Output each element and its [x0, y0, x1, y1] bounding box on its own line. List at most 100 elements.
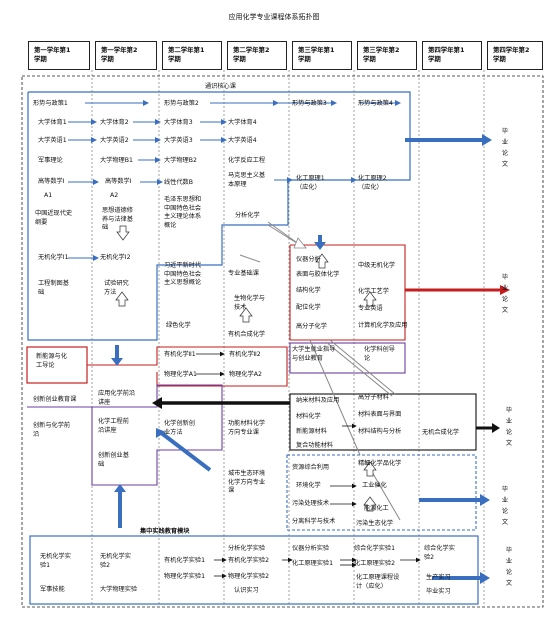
- practice-graduation: 毕业实习: [426, 588, 451, 595]
- course-fine-chem: 精细化学品化学: [358, 460, 402, 467]
- course-polymer: 高分子化学: [296, 323, 327, 330]
- course-separation: 分离科学与技术: [292, 518, 336, 525]
- course-politics-4: 形势与政策4: [358, 100, 393, 107]
- course-reaction-eng: 化学反应工程: [228, 157, 266, 164]
- course-pe-3: 大学体育3: [164, 119, 193, 126]
- course-org-chem-1: 有机化学Ⅱ1: [164, 351, 196, 358]
- practice-phys-exp-2: 物理化学实验2: [228, 573, 270, 580]
- course-innov-foundation: 创新创业基础: [98, 452, 129, 468]
- course-linalg: 线性代数B: [164, 179, 193, 186]
- course-inorg-synth: 无机合成化学: [422, 429, 460, 436]
- course-pe-4: 大学体育4: [228, 119, 257, 126]
- course-structure: 结构化学: [296, 287, 321, 294]
- course-prof-basic: 专业基础课: [228, 270, 259, 277]
- practice-comp-exp-1: 综合化学实验1: [354, 545, 396, 552]
- course-instrument: 仪器分析: [296, 256, 321, 263]
- practice-analytical-exp: 分析化学实验: [228, 545, 266, 552]
- practice-principle-exp-1: 化工原理实验1: [292, 560, 334, 567]
- section-core-label: 通识核心课: [205, 83, 236, 90]
- thesis-label-3: 毕业论文: [505, 407, 513, 447]
- course-english-4: 大学英语4: [228, 137, 257, 144]
- thesis-label-4: 毕业论文: [501, 486, 509, 526]
- diagram-title: 应用化学专业课程体系拓扑图: [228, 13, 320, 21]
- course-math-2b: A2: [110, 192, 119, 199]
- course-research: 试验研究方法: [104, 280, 129, 296]
- course-pollution-eco: 污染生态化学: [356, 520, 394, 527]
- course-mao: 毛泽东思想和中国特色社会主义理论体系概论: [164, 196, 202, 229]
- course-new-energy: 新能源与化工导论: [36, 353, 67, 369]
- practice-inorg-exp-1: 无机化学实验1: [40, 553, 71, 569]
- course-green: 绿色化学: [166, 322, 191, 329]
- course-inorg-1: 无机化学Ⅰ1: [38, 254, 69, 261]
- course-politics-2: 形势与政策2: [164, 100, 199, 107]
- course-coordination: 配位化学: [296, 304, 321, 311]
- course-pe-1: 大学体育1: [38, 119, 67, 126]
- course-polymer-mat: 高分子材料: [358, 394, 389, 401]
- course-pe-2: 大学体育2: [100, 119, 129, 126]
- course-analytical: 分析化学: [235, 212, 260, 219]
- course-mat-structure: 材料结构与分析: [358, 428, 402, 435]
- course-moral: 思想道德修养与法律基础: [102, 207, 133, 231]
- practice-org-exp-1: 有机化学实验1: [164, 557, 206, 564]
- course-new-energy-mat: 新能源材料: [296, 428, 327, 435]
- course-principle-2: 化工原理2（应化）: [358, 175, 387, 191]
- course-principle-1: 化工原理1（应化）: [296, 175, 325, 191]
- course-english-1: 大学英语1: [38, 137, 67, 144]
- course-marx: 马克思主义基本原理: [228, 172, 266, 188]
- course-english-2: 大学英语2: [100, 137, 129, 144]
- practice-inorg-exp-2: 无机化学实验2: [100, 553, 131, 569]
- course-inorg-2: 无机化学Ⅰ2: [100, 254, 131, 261]
- thesis-label-2: 毕业论文: [501, 274, 509, 314]
- course-mat-surface: 材料表面与界面: [358, 411, 402, 418]
- course-bio-tech: 生物化学与技术: [234, 295, 265, 311]
- practice-phys-exp-1: 物理化学实验1: [164, 573, 206, 580]
- course-math-1b: A1: [44, 192, 53, 199]
- course-math-1: 高等数学Ⅰ: [38, 178, 65, 185]
- course-math-2: 高等数学Ⅰ: [105, 178, 132, 185]
- course-mat-chem: 材料化学: [296, 413, 321, 420]
- section-practice-label: 集中实践教育模块: [140, 528, 190, 535]
- practice-org-exp-2: 有机化学实验2: [228, 557, 270, 564]
- course-computer: 计算机化学及应用: [358, 322, 408, 329]
- course-energy-chem: 能源化工: [364, 505, 389, 512]
- course-resource: 资源综合利用: [292, 464, 330, 471]
- course-chem-innov: 化学创新创业方法: [164, 420, 195, 436]
- course-surface: 表面与胶体化学: [296, 271, 340, 278]
- course-innovation-chem: 创新与化学前沿: [33, 422, 71, 438]
- course-nano: 纳米材料及应用: [296, 397, 340, 404]
- course-env-direction: 城市生态环境化学方向专业课: [228, 470, 266, 494]
- course-military: 军事理论: [38, 157, 63, 164]
- course-mid-inorg: 中级无机化学: [358, 262, 396, 269]
- course-composite: 复合功能材料: [296, 442, 334, 449]
- course-xi: 习近平新时代中国特色社会主义思想概论: [164, 262, 202, 286]
- course-app-frontier: 应用化学前沿讲座: [98, 390, 136, 406]
- course-english-3: 大学英语3: [164, 137, 193, 144]
- course-politics-3: 形势与政策3: [292, 100, 327, 107]
- thesis-label-1: 毕业论文: [501, 128, 509, 168]
- course-physics-b2: 大学物理B2: [164, 157, 197, 164]
- course-env-chemistry: 环境化学: [296, 482, 321, 489]
- course-chem-guide: 化学科创导论: [364, 346, 395, 362]
- practice-comp-exp-2: 综合化学实验2: [424, 545, 455, 561]
- course-physics-b1: 大学物理B1: [100, 157, 133, 164]
- course-prof-english: 专业英语: [358, 305, 383, 312]
- course-eng-drawing: 工程制图基础: [38, 280, 69, 296]
- thesis-label-5: 毕业论文: [505, 547, 513, 587]
- course-chem-eng-frontier: 化学工程前沿讲座: [98, 418, 129, 434]
- course-phys-chem-2: 物理化学A2: [229, 371, 262, 378]
- course-politics-1: 形势与政策1: [33, 100, 68, 107]
- practice-principle-exp-2: 化工原理实验2: [354, 560, 396, 567]
- course-func-materials: 功能材料化学方向专业课: [228, 420, 266, 436]
- course-history: 中国近现代史纲要: [35, 210, 73, 226]
- course-organic-synthesis: 有机合成化学: [228, 331, 266, 338]
- practice-instrument-exp: 仪器分析实验: [292, 545, 330, 552]
- course-frontier-guidance: 大学生就业指导与创业教育: [292, 346, 336, 362]
